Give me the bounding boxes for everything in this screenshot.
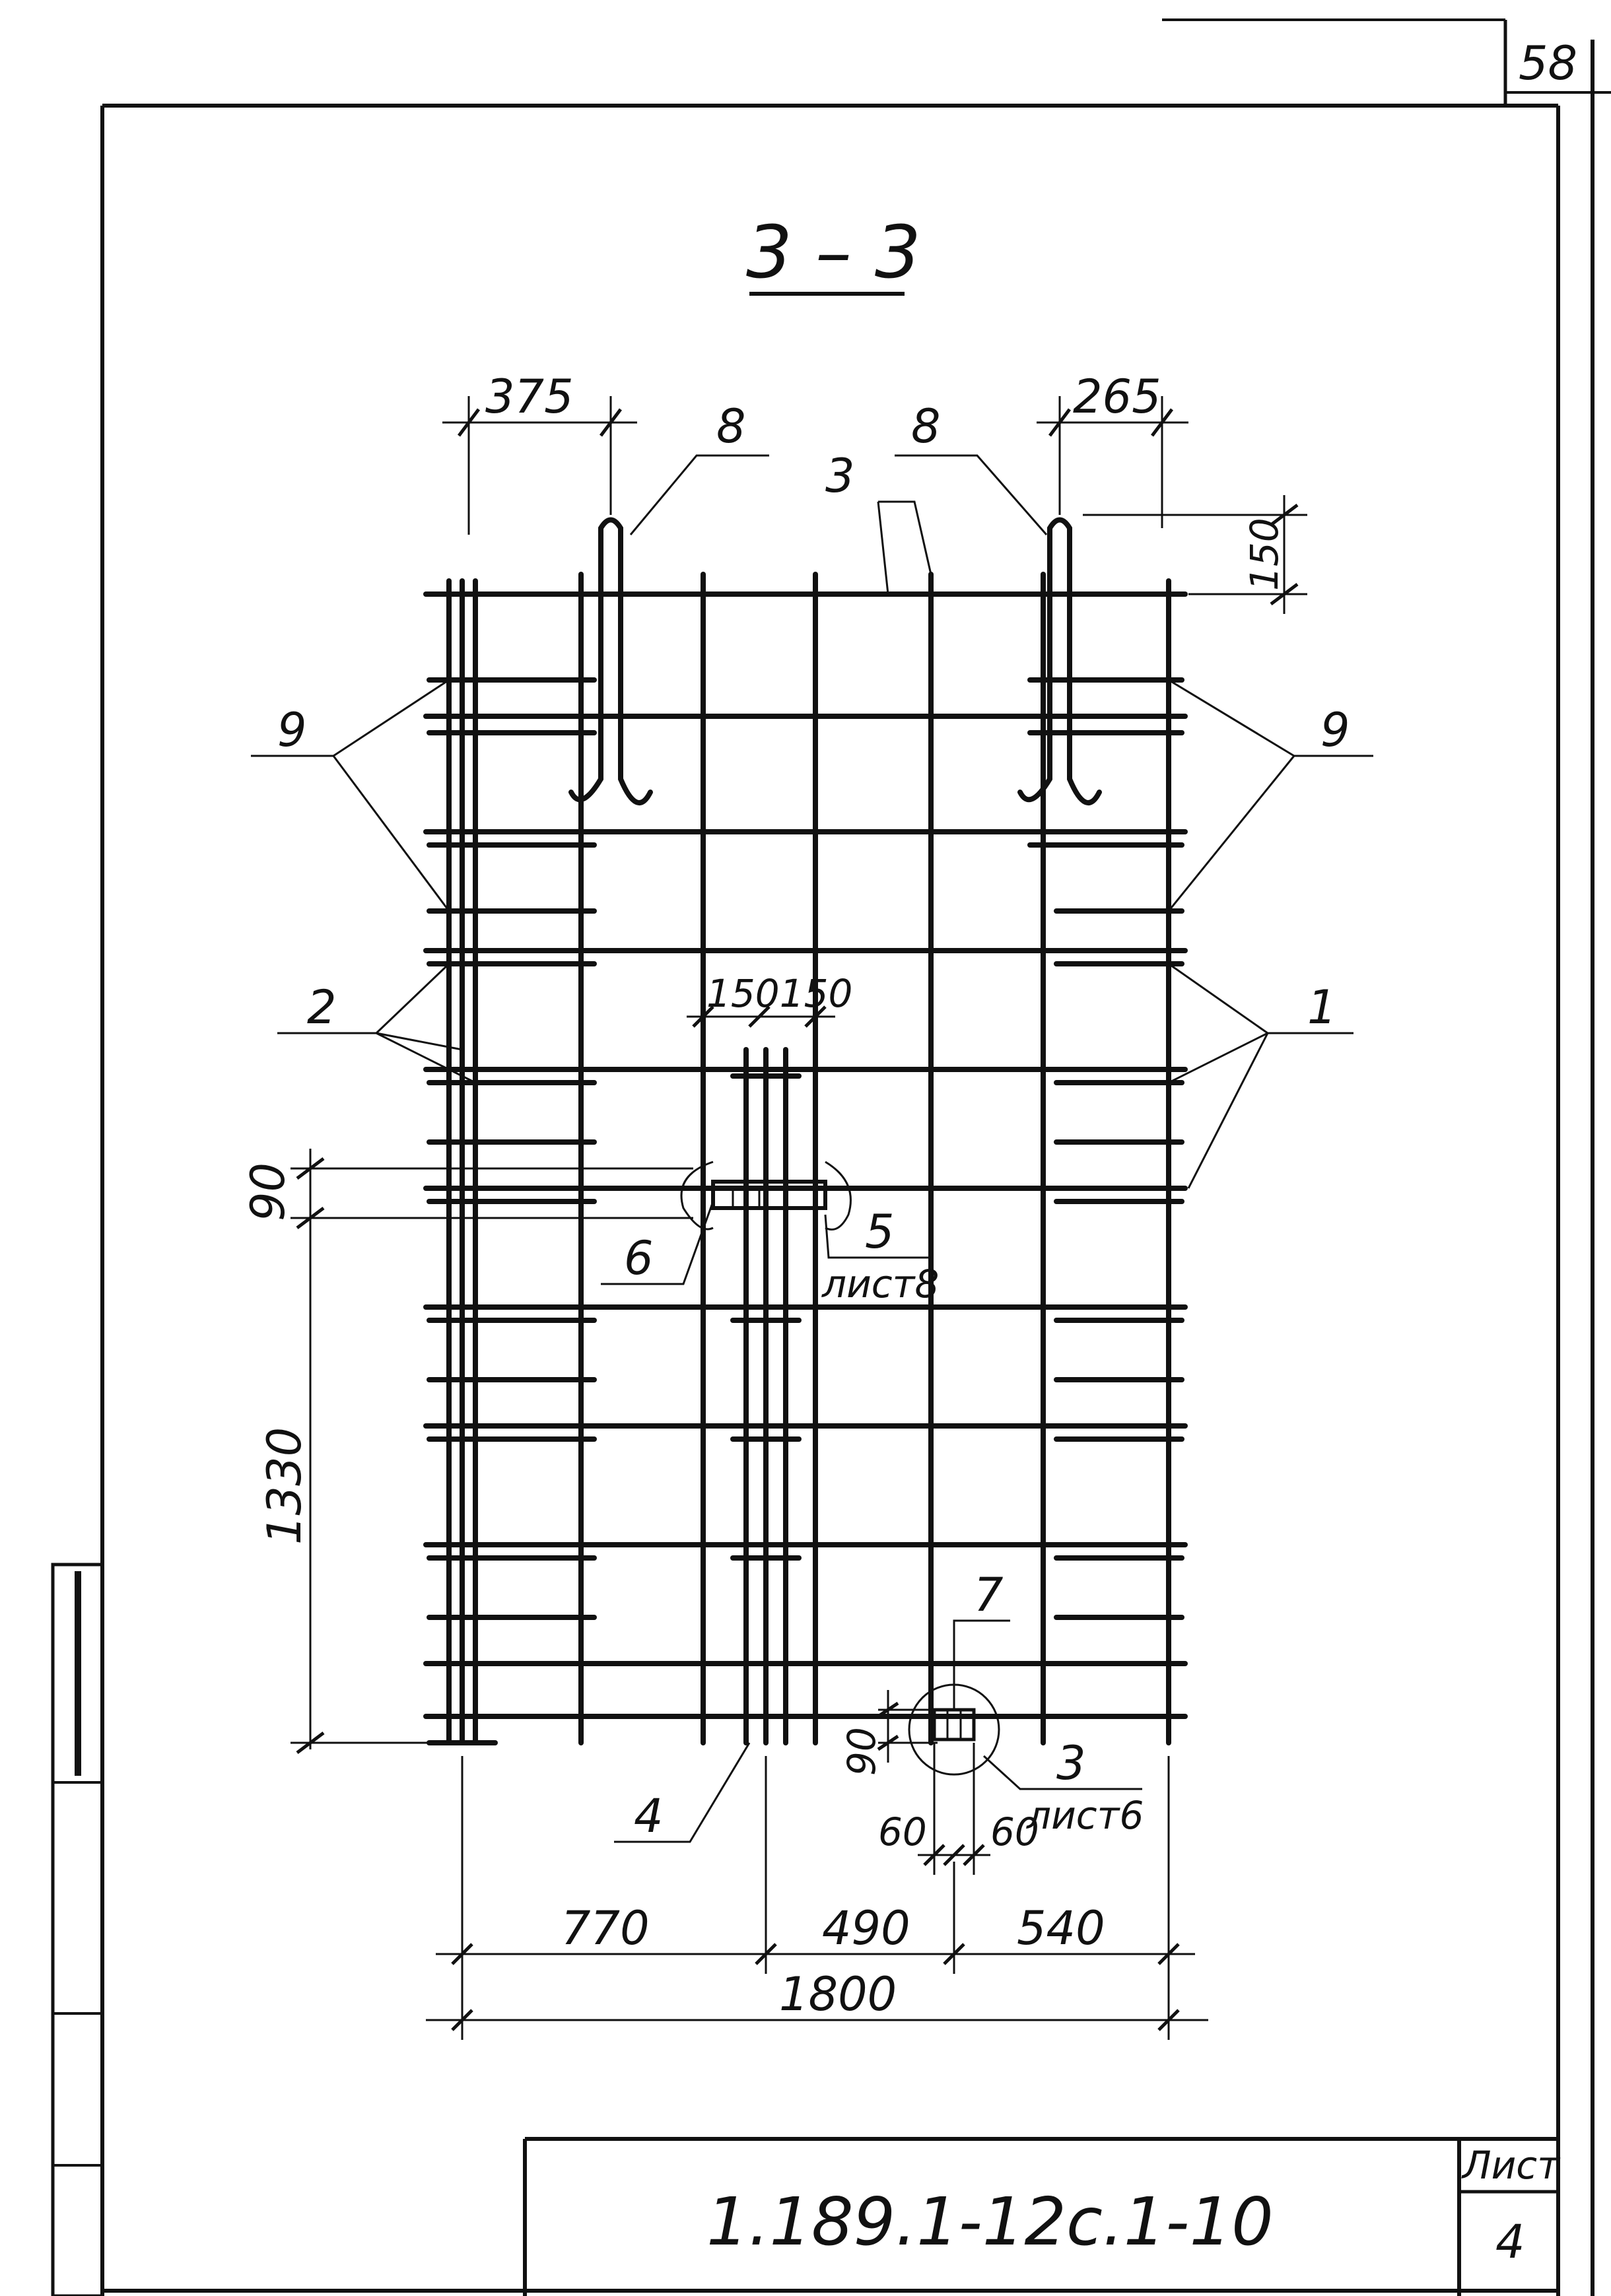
sheet-number: 4 — [1495, 2215, 1525, 2269]
dim-top-left: 375 — [485, 370, 574, 424]
dim-left-spacing: 90 — [241, 1163, 295, 1221]
sheet-label: Лист — [1461, 2143, 1561, 2188]
callout-8-right: 8 — [911, 399, 941, 454]
dim-bottom-seg-1: 770 — [561, 1901, 650, 1955]
sheet-number-top: 58 — [1519, 36, 1577, 90]
callout-4: 4 — [634, 1789, 664, 1843]
lifting-hooks — [568, 517, 1102, 805]
dim-left-height: 1330 — [257, 1427, 312, 1545]
callout-3: 3 — [825, 449, 855, 503]
dim-bottom-spacing: 90 — [839, 1727, 884, 1776]
dim-bottom-small-left: 60 — [878, 1809, 927, 1854]
dim-bottom-total: 1800 — [779, 1967, 897, 2021]
dim-top-right: 265 — [1073, 370, 1161, 424]
dimension-lines — [291, 396, 1307, 2040]
margin-stamp — [51, 1563, 104, 2296]
callout-2: 2 — [307, 980, 337, 1034]
dim-right-vertical: 150 — [1242, 518, 1287, 591]
dim-center-pair: 150150 — [706, 971, 852, 1016]
reinforcement-cage — [423, 517, 1188, 1776]
callout-7: 7 — [974, 1568, 1004, 1622]
callout-5-ref: лист8 — [821, 1262, 939, 1306]
callout-3-ref: лист6 — [1026, 1793, 1144, 1838]
callout-1: 1 — [1307, 980, 1337, 1034]
dim-bottom-seg-3: 540 — [1017, 1901, 1105, 1955]
callout-8-left: 8 — [716, 399, 746, 454]
short-bars-right — [1027, 677, 1184, 1620]
title-block — [102, 2137, 1558, 2296]
callout-6: 6 — [624, 1231, 654, 1285]
dim-bottom-seg-2: 490 — [822, 1901, 910, 1955]
document-code: 1.189.1-12с.1-10 — [706, 2183, 1274, 2260]
horizontal-bars — [423, 591, 1188, 1719]
short-bars-left — [427, 677, 597, 1745]
callout-9-left: 9 — [277, 703, 307, 757]
callout-5: 5 — [865, 1205, 895, 1259]
leader-lines — [251, 454, 1373, 1843]
vertical-bars — [446, 572, 1171, 1745]
callout-3-node: 3 — [1056, 1736, 1086, 1790]
section-title: 3 – 3 — [746, 210, 921, 294]
callout-9-right: 9 — [1320, 703, 1350, 757]
dim-bottom-small-right: 60 — [990, 1809, 1039, 1854]
